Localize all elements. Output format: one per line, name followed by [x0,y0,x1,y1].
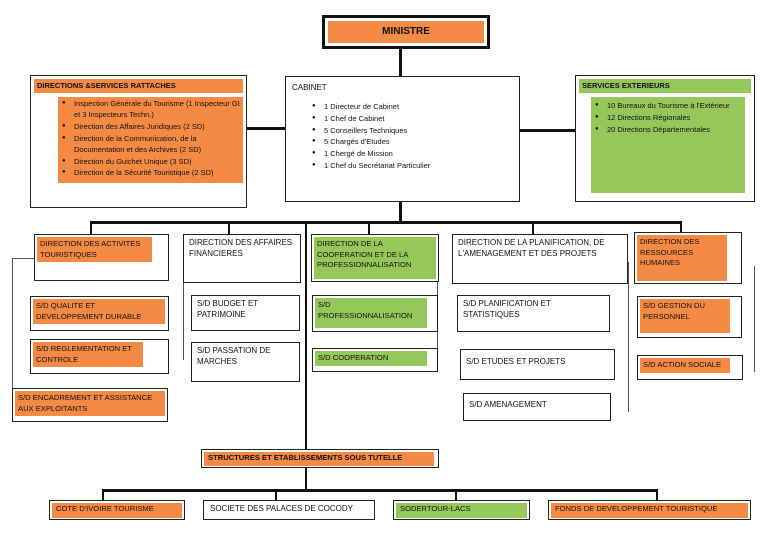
sd-professionnalisation-box: S/D PROFESSIONNALISATION [312,295,438,332]
direction-cooperation-title: DIRECTION DE LA COOPERATION ET DE LA PRO… [314,237,436,279]
tutelle-item-palaces: SOCIETE DES PALACES DE COCODY [203,500,375,520]
ministre-box: MINISTRE [322,15,490,49]
sd-cooperation-label: S/D COOPERATION [315,351,427,366]
list-item: 1 Chergé de Mission [308,149,513,160]
services-exterieurs-box: SERVICES EXTERIEURS 10 Bureaux du Touris… [575,75,755,202]
sd-reglementation-label: S/D REGLEMENTATION ET CONTROLE [33,342,143,368]
sd-reglementation-box: S/D REGLEMENTATION ET CONTROLE [30,339,169,374]
sd-professionnalisation-label: S/D PROFESSIONNALISATION [315,298,427,328]
cabinet-list: 1 Directeur de Cabinet 1 Chef de Cabinet… [308,102,513,172]
drop-ressources [680,221,682,235]
sd-cooperation-box: S/D COOPERATION [312,348,438,372]
connector-cabinet-bus [399,202,402,222]
sd-budget-box: S/D BUDGET ET PATRIMOINE [191,295,300,331]
sd-encadrement-box: S/D ENCADREMENT ET ASSISTANCE AUX EXPLOI… [12,388,168,422]
direction-activites-box: DIRECTION DES ACTIVITES TOURISTIQUES [34,234,169,281]
tutelle-box: STRUCTURES ET ETABLISSEMENTS SOUS TUTELL… [201,449,439,468]
tutelle-item-label: FONDS DE DEVELOPPEMENT TOURISTIQUE [551,503,748,518]
tutelle-item-label: COTE D'IVOIRE TOURISME [52,503,182,518]
connector-tutelle-bus [305,468,307,490]
tutelle-item-label: SODERTOUR-LACS [396,503,527,518]
direction-financieres-box: DIRECTION DES AFFAIRES FINANCIERES [183,234,301,283]
list-item: Inspection Générale du Tourisme (1 Inspe… [58,99,243,121]
direction-ressources-box: DIRECTION DES RESSOURCES HUMAINES [634,232,742,284]
directions-bus [90,221,682,224]
direction-activites-title: DIRECTION DES ACTIVITES TOURISTIQUES [37,237,152,263]
tutelle-item-cote-divoire: COTE D'IVOIRE TOURISME [49,500,185,520]
list-item: Direction du Guichet Unique (3 SD) [58,157,243,168]
drop-tutelle-4 [656,489,658,501]
drop-tutelle-3 [455,489,457,501]
connector-cabinet-right [520,129,586,132]
list-item: 5 Chargés d'Etudes [308,137,513,148]
bracket-planification [628,262,629,412]
sd-qualite-label: S/D QUALITE ET DEVELOPPEMENT DURABLE [33,299,165,325]
sd-planification-box: S/D PLANIFICATION ET STATISTIQUES [457,295,610,332]
connector-left-cabinet [247,127,285,130]
sd-etudes-box: S/D ETUDES ET PROJETS [460,349,615,380]
drop-tutelle-2 [275,489,277,501]
list-item: 1 Chef du Secrétariat Particulier [308,161,513,172]
sd-encadrement-label: S/D ENCADREMENT ET ASSISTANCE AUX EXPLOI… [15,391,165,417]
sd-planification-label: S/D PLANIFICATION ET STATISTIQUES [463,299,551,319]
direction-cooperation-box: DIRECTION DE LA COOPERATION ET DE LA PRO… [311,234,439,282]
sd-etudes-label: S/D ETUDES ET PROJETS [466,357,566,366]
bracket-financieres [183,262,184,360]
list-item: Direction de la Sécurité Touristique (2 … [58,168,243,179]
list-item: 1 Chef de Cabinet [308,114,513,125]
bracket-activites [12,258,13,404]
sd-qualite-box: S/D QUALITE ET DEVELOPPEMENT DURABLE [30,296,169,331]
cabinet-box: CABINET 1 Directeur de Cabinet 1 Chef de… [285,76,520,202]
list-item: Direction des Affaires Juridiques (2 SD) [58,122,243,133]
directions-rattaches-title: DIRECTIONS &SERVICES RATTACHES [34,79,243,94]
list-item: 5 Conseillers Techniques [308,126,513,137]
direction-financieres-title: DIRECTION DES AFFAIRES FINANCIERES [189,238,293,258]
sd-amenagement-label: S/D AMENAGEMENT [469,400,547,409]
directions-rattaches-box: DIRECTIONS &SERVICES RATTACHES Inspectio… [30,75,247,208]
drop-activites [90,221,92,235]
sd-action-sociale-label: S/D ACTION SOCIALE [640,358,730,373]
list-item: 1 Directeur de Cabinet [308,102,513,113]
tutelle-title: STRUCTURES ET ETABLISSEMENTS SOUS TUTELL… [204,452,434,466]
tutelle-item-sodertour: SODERTOUR-LACS [393,500,530,520]
direction-ressources-title: DIRECTION DES RESSOURCES HUMAINES [637,235,727,281]
tutelle-bus [102,489,658,492]
list-item: Direction de la Communication, de la Doc… [58,134,243,156]
tutelle-item-label: SOCIETE DES PALACES DE COCODY [210,504,353,513]
direction-planification-title: DIRECTION DE LA PLANIFICATION, DE L'AMEN… [458,238,605,258]
sd-passation-label: S/D PASSATION DE MARCHES [197,346,271,366]
list-item: 12 Directions Régionales [591,113,745,124]
sd-gestion-box: S/D GESTION DU PERSONNEL [637,296,742,338]
list-item: 10 Bureaux du Tourisme à l'Extérieur [591,101,745,112]
list-item: 20 Directions Départementales [591,125,745,136]
sd-action-sociale-box: S/D ACTION SOCIALE [637,355,743,380]
drop-cooperation [368,221,370,235]
connector-ministre-cabinet [399,46,402,77]
sd-amenagement-box: S/D AMENAGEMENT [463,393,611,421]
drop-tutelle-1 [102,489,104,501]
directions-rattaches-list: Inspection Générale du Tourisme (1 Inspe… [58,97,243,184]
sd-gestion-label: S/D GESTION DU PERSONNEL [640,299,730,333]
services-exterieurs-title: SERVICES EXTERIEURS [579,79,751,94]
cabinet-title: CABINET [292,83,327,92]
drop-financieres [228,221,230,235]
direction-planification-box: DIRECTION DE LA PLANIFICATION, DE L'AMEN… [452,234,628,284]
bracket-activites-top [12,258,34,259]
sd-budget-label: S/D BUDGET ET PATRIMOINE [197,299,259,319]
tutelle-item-fonds: FONDS DE DEVELOPPEMENT TOURISTIQUE [548,500,751,520]
trunk-tutelle [305,222,307,450]
ministre-label: MINISTRE [328,21,484,43]
services-exterieurs-list: 10 Bureaux du Tourisme à l'Extérieur 12 … [591,97,745,194]
sd-passation-box: S/D PASSATION DE MARCHES [191,342,300,382]
bracket-ressources [754,266,755,372]
drop-planification [532,221,534,235]
